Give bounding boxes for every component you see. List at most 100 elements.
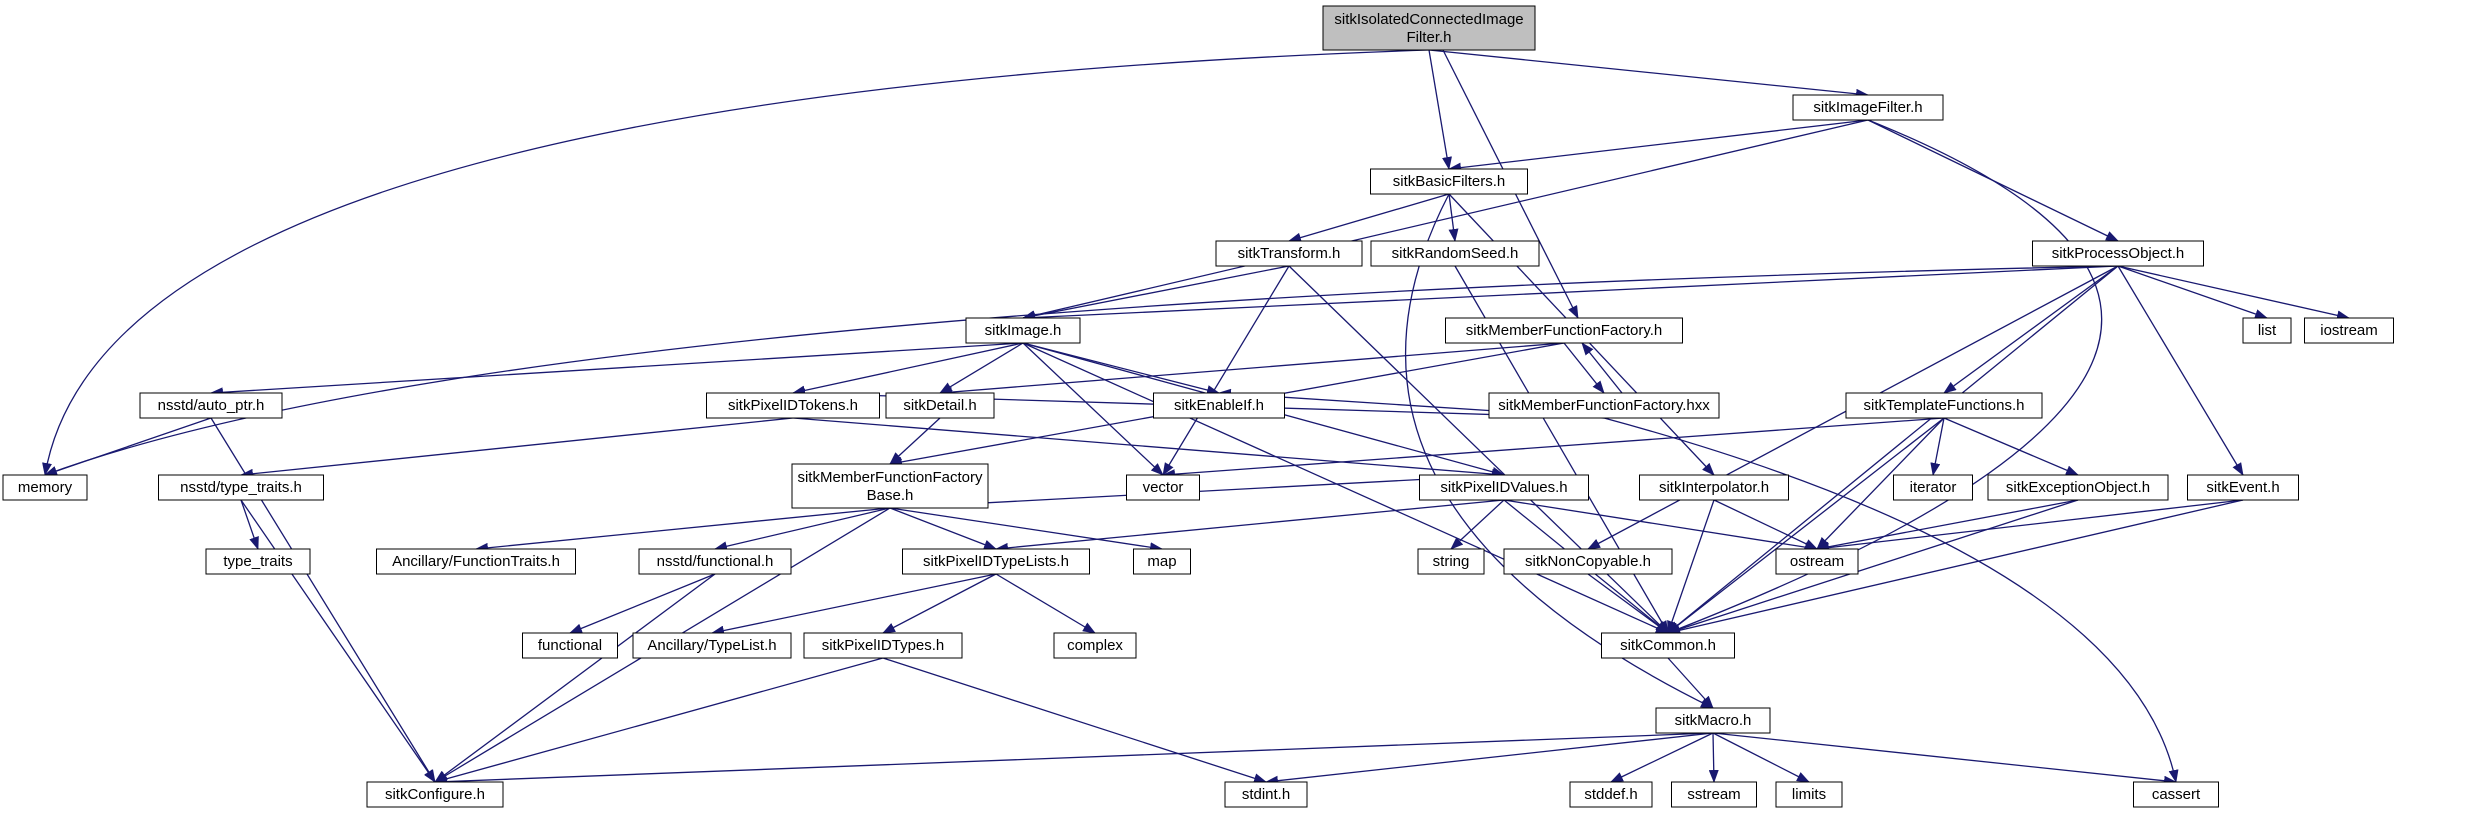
node-label: map [1147, 553, 1176, 570]
edge-image-vector [1022, 342, 1164, 476]
node-map: map [1133, 548, 1191, 575]
node-typeList[interactable]: Ancillary/TypeList.h [632, 632, 792, 659]
node-macro[interactable]: sitkMacro.h [1655, 707, 1771, 734]
node-typeTraitsStd: type_traits [205, 548, 311, 575]
edge-pixelIDTypeLists-complex [995, 573, 1096, 634]
node-label: sitkMemberFunctionFactory.h [1466, 322, 1662, 339]
node-pixelIDTypes[interactable]: sitkPixelIDTypes.h [803, 632, 963, 659]
node-label: sstream [1687, 786, 1740, 803]
node-iterator: iterator [1893, 474, 1973, 501]
node-label: sitkExceptionObject.h [2006, 479, 2150, 496]
edge-basicFilters-randomSeed [1448, 193, 1459, 242]
edge-event-common [1667, 499, 2244, 636]
node-memory: memory [2, 474, 88, 501]
edge-processObject-event [2117, 265, 2244, 476]
node-imageFilter[interactable]: sitkImageFilter.h [1792, 94, 1944, 121]
node-image[interactable]: sitkImage.h [965, 317, 1081, 344]
edge-interpolator-ostream [1713, 499, 1818, 550]
node-configure[interactable]: sitkConfigure.h [366, 781, 504, 808]
node-event[interactable]: sitkEvent.h [2187, 474, 2299, 501]
node-enableIf[interactable]: sitkEnableIf.h [1153, 392, 1285, 419]
node-label: complex [1067, 637, 1123, 654]
node-exceptionObject[interactable]: sitkExceptionObject.h [1987, 474, 2169, 501]
edge-transform-image [1022, 265, 1290, 321]
edge-macro-limits [1712, 732, 1810, 783]
edge-processObject-iostream [2117, 265, 2350, 321]
edge-basicFilters-transform [1288, 193, 1450, 243]
node-label: Ancillary/FunctionTraits.h [392, 553, 560, 570]
node-label: type_traits [223, 553, 292, 570]
node-interpolator[interactable]: sitkInterpolator.h [1639, 474, 1789, 501]
node-label: functional [538, 637, 602, 654]
edge-pixelIDTypeLists-pixelIDTypes [882, 573, 997, 634]
edge-autoPtr-memory [44, 417, 212, 476]
node-detail[interactable]: sitkDetail.h [885, 392, 995, 419]
node-pixelIDTypeLists[interactable]: sitkPixelIDTypeLists.h [902, 548, 1090, 575]
node-label: iterator [1910, 479, 1957, 496]
node-functionTraits[interactable]: Ancillary/FunctionTraits.h [376, 548, 576, 575]
edge-pixelIDValues-string [1450, 499, 1505, 550]
node-common[interactable]: sitkCommon.h [1601, 632, 1735, 659]
node-autoPtr[interactable]: nsstd/auto_ptr.h [139, 392, 283, 419]
edge-detail-mffBase [889, 417, 941, 465]
node-typeTraitsN[interactable]: nsstd/type_traits.h [158, 474, 324, 501]
edge-image-enableIf [1022, 342, 1220, 395]
edge-pixelIDTokens-pixelIDValues [792, 417, 1505, 480]
node-label: list [2258, 322, 2277, 339]
node-randomSeed[interactable]: sitkRandomSeed.h [1370, 240, 1540, 267]
node-vector: vector [1126, 474, 1200, 501]
node-pixelIDTokens[interactable]: sitkPixelIDTokens.h [706, 392, 880, 419]
node-basicFilters[interactable]: sitkBasicFilters.h [1370, 168, 1528, 195]
edge-pixelIDTokens-typeTraitsN [240, 417, 794, 479]
node-nonCopyable[interactable]: sitkNonCopyable.h [1503, 548, 1673, 575]
edge-pixelIDValues-pixelIDTypeLists [995, 499, 1505, 553]
node-nsstdFunctional[interactable]: nsstd/functional.h [638, 548, 792, 575]
edge-exceptionObject-ostream [1816, 499, 2079, 552]
node-processObject[interactable]: sitkProcessObject.h [2032, 240, 2204, 267]
edge-mffBase-nsstdFunctional [714, 507, 891, 552]
edge-nonCopyable-common [1587, 573, 1669, 634]
edge-memberFunctionFactory-detail [939, 342, 1565, 398]
node-label: sitkBasicFilters.h [1393, 173, 1506, 190]
edge-interpolator-common [1667, 499, 1715, 634]
edge-mffBase-map [889, 507, 1163, 553]
edge-macro-cassert [1712, 732, 2177, 786]
node-pixelIDValues[interactable]: sitkPixelIDValues.h [1419, 474, 1589, 501]
node-label: memory [18, 479, 73, 496]
node-label: limits [1792, 786, 1826, 803]
node-label: sitkEvent.h [2206, 479, 2279, 496]
edge-nsstdFunctional-configure [434, 573, 716, 783]
edge-iso-memory [42, 49, 1430, 476]
node-label: sitkInterpolator.h [1659, 479, 1769, 496]
node-label: ostream [1790, 553, 1844, 570]
edge-iso-basicFilters [1428, 49, 1452, 170]
edge-iso-imageFilter [1428, 49, 1869, 99]
edge-processObject-memory [44, 265, 2119, 476]
edge-pixelIDTypes-configure [434, 657, 884, 784]
edge-pixelIDTypes-stdint [882, 657, 1267, 784]
node-label: sitkPixelIDTypes.h [822, 637, 945, 654]
edge-exceptionObject-common [1667, 499, 2079, 635]
node-label: stdint.h [1242, 786, 1290, 803]
edge-typeTraitsN-configure [240, 499, 436, 783]
node-label: sitkCommon.h [1620, 637, 1716, 654]
node-label: sitkProcessObject.h [2052, 245, 2185, 262]
edge-pixelIDTypeLists-typeList [711, 573, 997, 636]
node-label: sitkTransform.h [1238, 245, 1341, 262]
node-string: string [1417, 548, 1485, 575]
node-memberFunctionFactory[interactable]: sitkMemberFunctionFactory.h [1445, 317, 1683, 344]
node-templateFunctions[interactable]: sitkTemplateFunctions.h [1845, 392, 2043, 419]
node-hxx[interactable]: sitkMemberFunctionFactory.hxx [1488, 392, 1720, 419]
edge-templateFunctions-ostream [1816, 417, 1945, 550]
edge-templateFunctions-exceptionObject [1943, 417, 2079, 476]
node-label: sitkImageFilter.h [1813, 99, 1922, 116]
edge-templateFunctions-common [1667, 417, 1945, 634]
node-transform[interactable]: sitkTransform.h [1215, 240, 1363, 267]
edge-image-autoPtr [210, 342, 1024, 398]
edge-macro-stdint [1265, 732, 1714, 786]
node-label: sitkRandomSeed.h [1392, 245, 1519, 262]
